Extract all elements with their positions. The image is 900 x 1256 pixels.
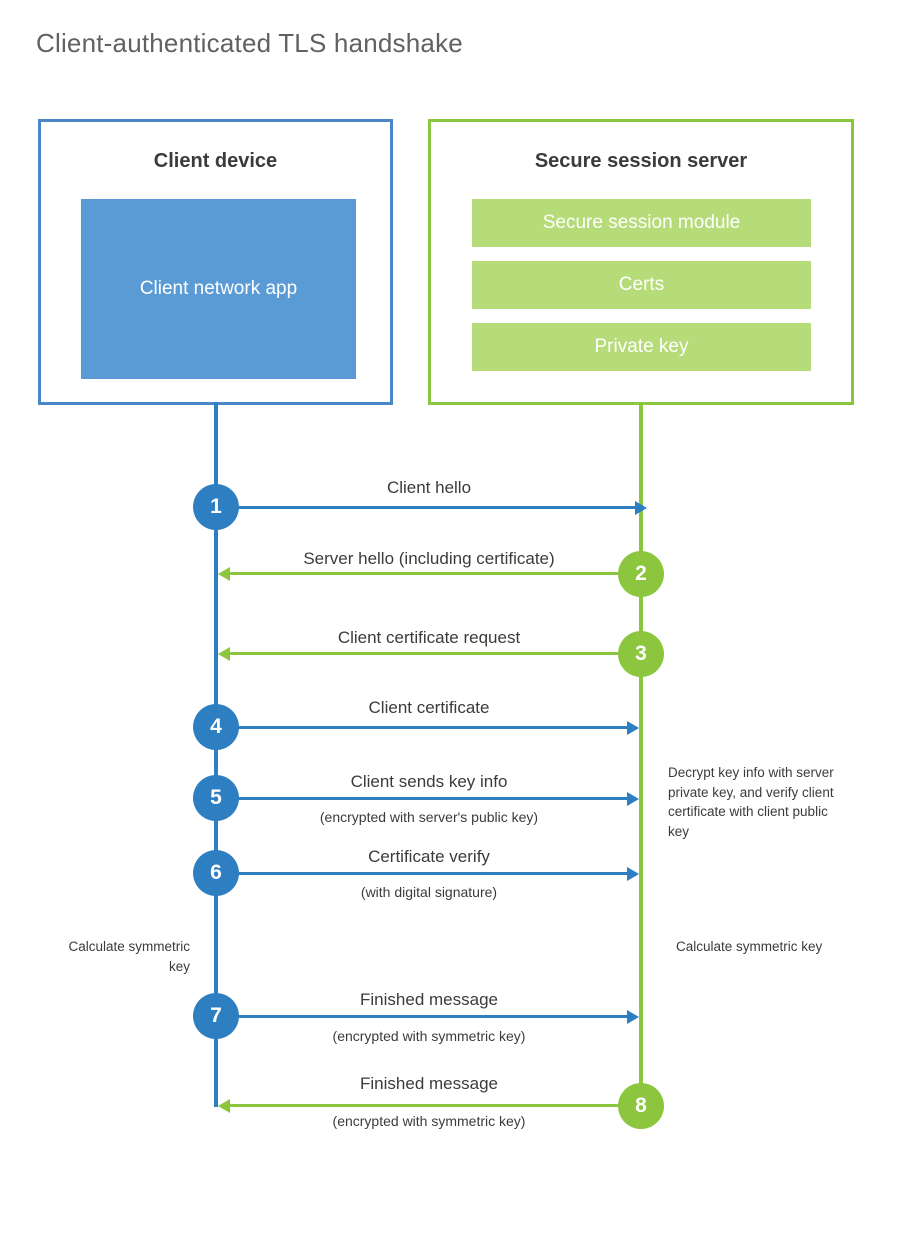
step-badge-4[interactable]: 4 bbox=[193, 704, 239, 750]
step-6-label: Certificate verify bbox=[368, 847, 490, 866]
arrowhead-right-icon bbox=[627, 866, 639, 881]
step-1-label: Client hello bbox=[386, 478, 472, 497]
step-5-sublabel: (encrypted with server's public key) bbox=[319, 809, 539, 825]
server-decrypt-note: Decrypt key info with server private key… bbox=[668, 765, 834, 839]
arrowhead-right-icon bbox=[635, 500, 647, 515]
page-title: Client-authenticated TLS handshake bbox=[36, 28, 463, 58]
step-8-arrow bbox=[218, 1098, 619, 1113]
step-3-label: Client certificate request bbox=[337, 628, 521, 647]
client-network-app-block: Client network app bbox=[81, 199, 356, 379]
client-calculate-symmetric-key-note: Calculate symmetric key bbox=[68, 939, 190, 974]
step-4-label: Client certificate bbox=[368, 698, 490, 717]
step-8-sublabel: (encrypted with symmetric key) bbox=[332, 1113, 526, 1129]
step-3-arrow bbox=[218, 646, 619, 661]
secure-session-module-block: Secure session module bbox=[472, 199, 811, 247]
step-badge-2[interactable]: 2 bbox=[618, 551, 664, 597]
step-8-label: Finished message bbox=[360, 1074, 498, 1093]
arrowhead-left-icon bbox=[218, 566, 230, 581]
private-key-block: Private key bbox=[472, 323, 811, 371]
arrowhead-left-icon bbox=[218, 1098, 230, 1113]
step-2-label: Server hello (including certificate) bbox=[303, 549, 555, 568]
step-badge-5[interactable]: 5 bbox=[193, 775, 239, 821]
step-5-arrow bbox=[218, 791, 639, 806]
step-7-label: Finished message bbox=[360, 990, 498, 1009]
arrowhead-left-icon bbox=[218, 646, 230, 661]
step-badge-7[interactable]: 7 bbox=[193, 993, 239, 1039]
step-badge-3[interactable]: 3 bbox=[618, 631, 664, 677]
step-badge-8[interactable]: 8 bbox=[618, 1083, 664, 1129]
client-lifeline bbox=[214, 402, 218, 1107]
step-6-arrow bbox=[218, 866, 639, 881]
arrowhead-right-icon bbox=[627, 1009, 639, 1024]
server-lifeline bbox=[639, 402, 643, 1107]
step-7-arrow bbox=[218, 1009, 639, 1024]
secure-session-server-box: Secure session server Secure session mod… bbox=[428, 119, 854, 405]
step-badge-1[interactable]: 1 bbox=[193, 484, 239, 530]
step-1-arrow bbox=[218, 500, 647, 515]
server-calculate-symmetric-key-note: Calculate symmetric key bbox=[676, 939, 823, 954]
step-4-arrow bbox=[218, 720, 639, 735]
step-6-sublabel: (with digital signature) bbox=[360, 884, 498, 900]
step-7-sublabel: (encrypted with symmetric key) bbox=[332, 1028, 526, 1044]
arrowhead-right-icon bbox=[627, 791, 639, 806]
step-5-label: Client sends key info bbox=[350, 772, 508, 791]
secure-session-server-title: Secure session server bbox=[534, 150, 748, 172]
certs-block: Certs bbox=[472, 261, 811, 309]
step-2-arrow bbox=[218, 566, 619, 581]
arrowhead-right-icon bbox=[627, 720, 639, 735]
client-device-box: Client device Client network app bbox=[38, 119, 393, 405]
client-device-title: Client device bbox=[153, 150, 278, 172]
step-badge-6[interactable]: 6 bbox=[193, 850, 239, 896]
